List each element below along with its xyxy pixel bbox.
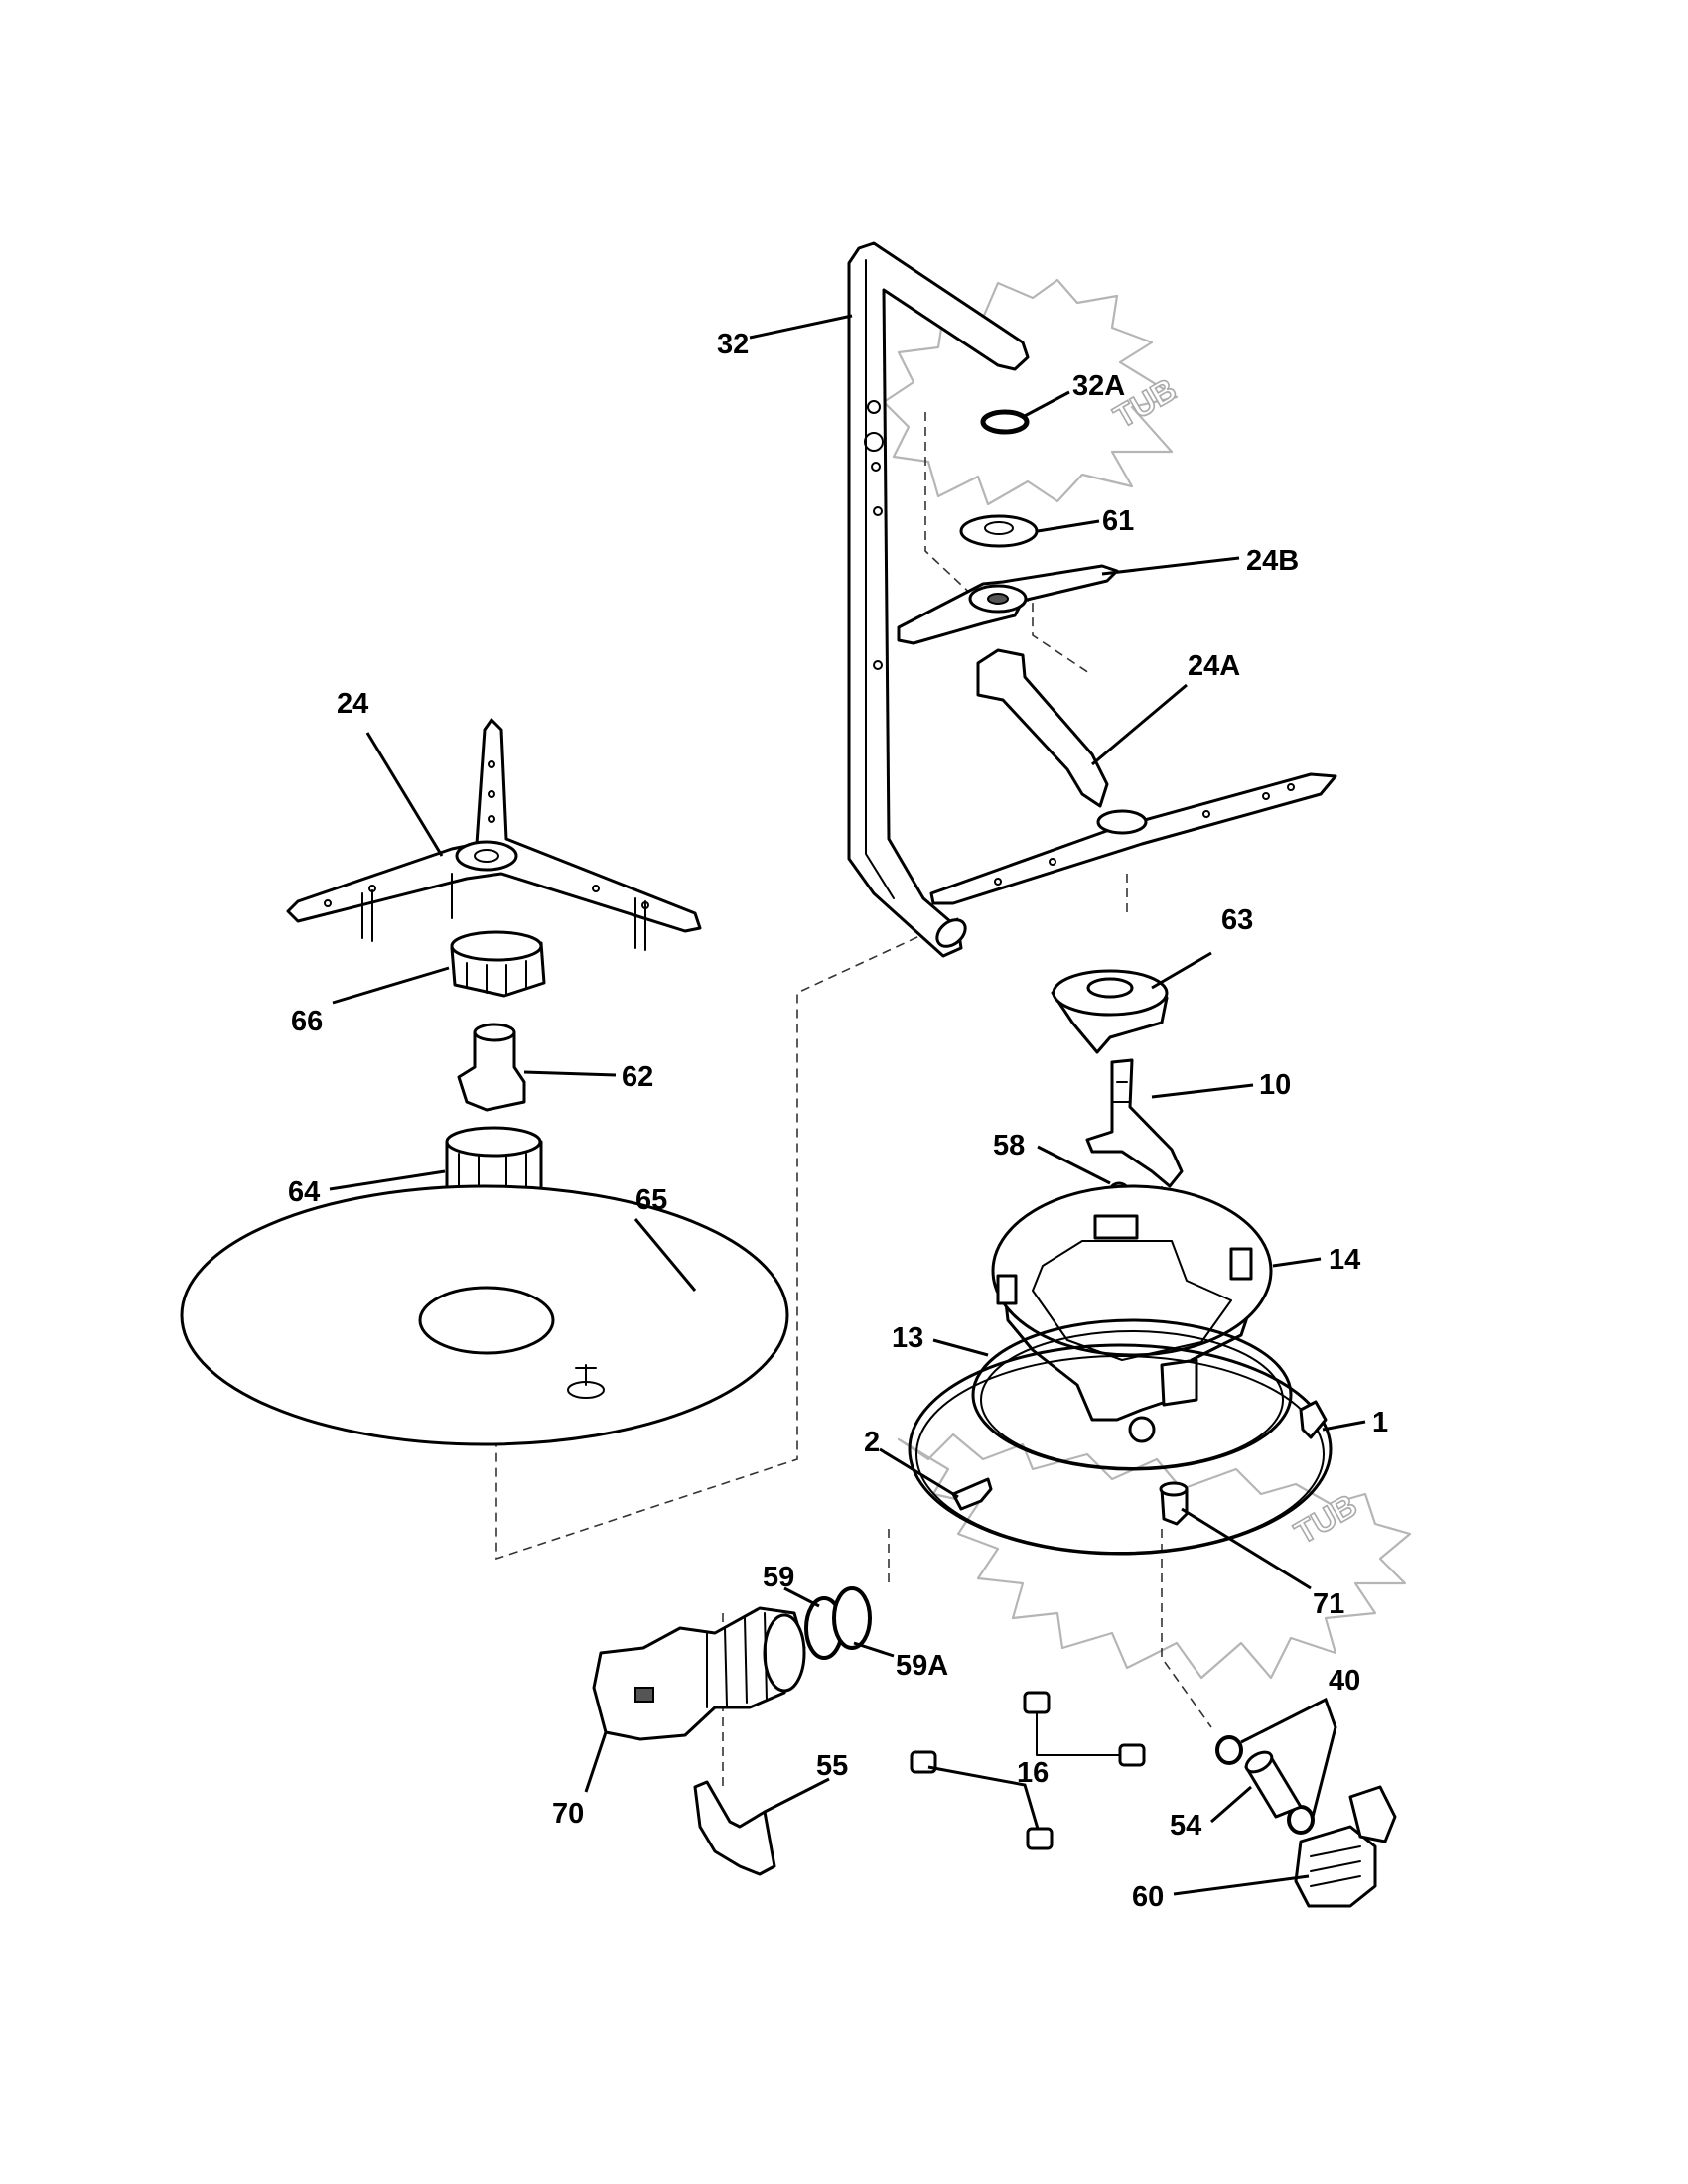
leader-24b bbox=[1101, 556, 1240, 576]
callout-24b: 24B bbox=[1246, 545, 1299, 577]
leader-2 bbox=[879, 1447, 959, 1499]
leader-55 bbox=[764, 1777, 830, 1814]
leader-66 bbox=[332, 966, 450, 1005]
part-59a-o-ring bbox=[832, 1586, 872, 1650]
part-32a-seal-ring bbox=[980, 409, 1030, 435]
leader-14 bbox=[1272, 1257, 1322, 1268]
leader-61 bbox=[1037, 519, 1100, 533]
callout-63: 63 bbox=[1221, 904, 1253, 936]
callout-65: 65 bbox=[635, 1184, 667, 1216]
leader-40 bbox=[1240, 1697, 1337, 1818]
leader-63 bbox=[1151, 951, 1212, 990]
callout-61: 61 bbox=[1102, 505, 1134, 537]
callout-64: 64 bbox=[288, 1176, 320, 1208]
part-71-connector bbox=[1159, 1481, 1189, 1526]
callout-24: 24 bbox=[337, 688, 368, 720]
part-13-gasket bbox=[971, 1318, 1293, 1471]
leader-54 bbox=[1210, 1785, 1252, 1824]
callout-14: 14 bbox=[1329, 1244, 1360, 1276]
callout-70: 70 bbox=[552, 1798, 584, 1830]
leader-1 bbox=[1322, 1420, 1366, 1432]
leader-16 bbox=[927, 1765, 1040, 1830]
leader-32a bbox=[1022, 390, 1070, 419]
callout-60: 60 bbox=[1132, 1881, 1164, 1913]
leader-60 bbox=[1173, 1874, 1310, 1896]
part-40-clamps bbox=[1215, 1735, 1315, 1835]
leader-58 bbox=[1037, 1145, 1111, 1185]
leader-10 bbox=[1151, 1083, 1254, 1099]
leader-71 bbox=[1181, 1507, 1312, 1590]
part-24a-spray-arm bbox=[929, 648, 1337, 905]
callout-59a: 59A bbox=[896, 1650, 948, 1682]
part-1-ring bbox=[908, 1343, 1333, 1556]
callout-13: 13 bbox=[892, 1322, 923, 1354]
part-60-drain-pump bbox=[1294, 1785, 1397, 1908]
part-65-filter-screen bbox=[180, 1184, 789, 1446]
part-10-tower bbox=[1085, 1058, 1184, 1188]
part-55-bracket bbox=[693, 1780, 776, 1876]
callout-66: 66 bbox=[291, 1006, 323, 1037]
callout-71: 71 bbox=[1313, 1588, 1344, 1620]
leader-59a bbox=[853, 1641, 895, 1658]
callout-32: 32 bbox=[717, 329, 749, 360]
part-14-sump bbox=[991, 1184, 1273, 1443]
part-32-supply-tube bbox=[847, 241, 1030, 958]
callout-16: 16 bbox=[1017, 1757, 1049, 1789]
part-24-lower-spray-arm bbox=[286, 718, 702, 951]
leader-32 bbox=[749, 314, 853, 340]
leader-lines bbox=[329, 314, 1366, 1896]
leader-70 bbox=[584, 1731, 608, 1793]
part-63-deflector bbox=[1051, 969, 1169, 1054]
leader-64 bbox=[329, 1169, 446, 1191]
part-54-hose bbox=[1244, 1750, 1303, 1819]
callout-58: 58 bbox=[993, 1130, 1025, 1161]
lower-tub-label: TUB bbox=[1289, 1487, 1363, 1551]
leader-13 bbox=[932, 1338, 989, 1357]
callout-10: 10 bbox=[1259, 1069, 1291, 1101]
callout-labels: 32 32A 61 24B 24A 24 63 66 62 10 58 64 6… bbox=[288, 329, 1388, 1913]
callout-40: 40 bbox=[1329, 1665, 1360, 1697]
part-24b-upper-spray-arm bbox=[897, 564, 1119, 645]
callout-54: 54 bbox=[1170, 1810, 1201, 1842]
leader-24 bbox=[365, 732, 444, 857]
part-2-clip bbox=[951, 1477, 993, 1511]
part-70-motor bbox=[592, 1606, 806, 1741]
callout-32a: 32A bbox=[1072, 370, 1125, 402]
part-61-nut bbox=[959, 514, 1039, 548]
leader-59 bbox=[783, 1586, 820, 1608]
callout-2: 2 bbox=[864, 1427, 880, 1458]
leader-24a bbox=[1091, 683, 1188, 766]
callout-24a: 24A bbox=[1188, 650, 1240, 682]
callout-59: 59 bbox=[763, 1562, 794, 1593]
leader-62 bbox=[523, 1070, 617, 1077]
lower-tub-fragment: TUB bbox=[897, 1433, 1412, 1680]
callout-55: 55 bbox=[816, 1750, 848, 1782]
part-66-gear-cap bbox=[450, 930, 546, 998]
callout-1: 1 bbox=[1372, 1407, 1388, 1438]
callout-62: 62 bbox=[622, 1061, 653, 1093]
leader-65 bbox=[633, 1218, 697, 1292]
part-62-coupling bbox=[457, 1023, 526, 1112]
